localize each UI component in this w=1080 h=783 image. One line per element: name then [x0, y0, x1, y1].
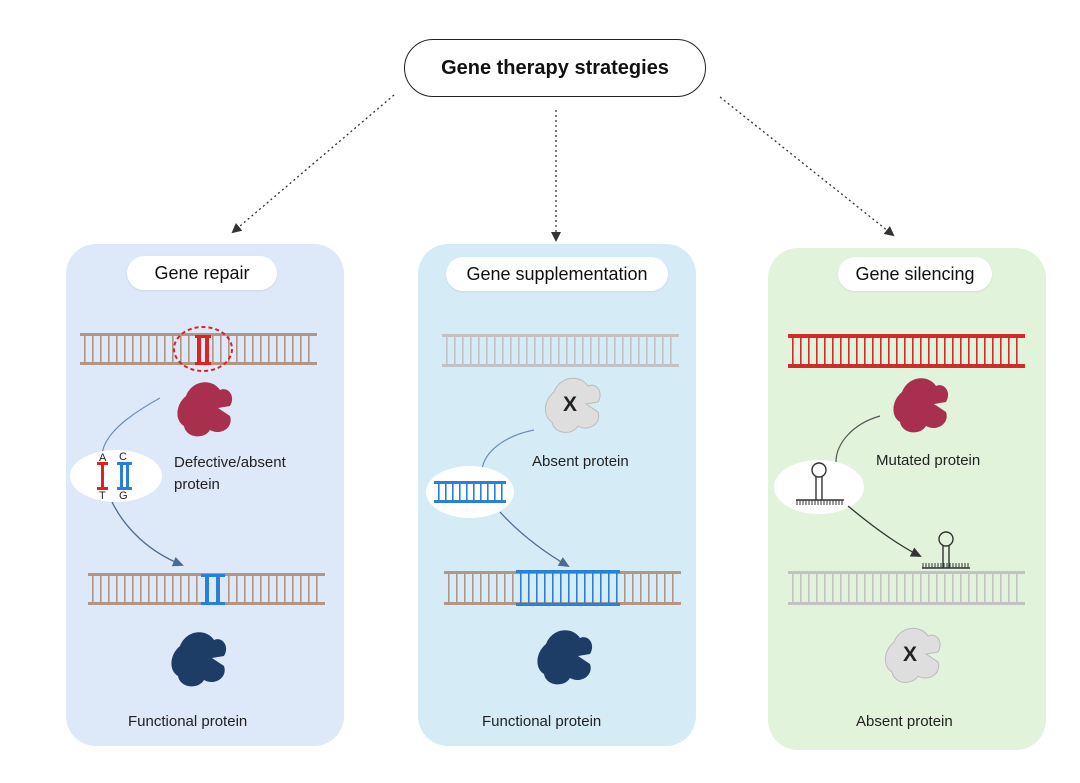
silencing-target-dna — [788, 571, 1025, 605]
base-edit-tool-bubble — [70, 450, 162, 502]
silencing-arrow-to-target — [847, 505, 922, 557]
connector-arrows — [231, 94, 895, 242]
gene-vector-dna — [434, 481, 506, 503]
panel-label-gene-supplementation: Gene supplementation — [446, 257, 668, 291]
base-label-a: A — [99, 452, 107, 464]
absent-protein-x-mark: X — [563, 393, 578, 416]
repaired-segment — [201, 574, 225, 605]
hairpin-rna-bound-icon — [922, 531, 970, 569]
base-edit-pairs — [97, 462, 132, 490]
functional-protein-label: Functional protein — [128, 713, 248, 730]
panel-gene-silencing — [768, 248, 1046, 750]
repair-arrow-to-result — [111, 501, 184, 567]
base-label-c: C — [119, 451, 127, 463]
functional-protein-label-2: Functional protein — [482, 713, 602, 730]
mutated-protein-label: Mutated protein — [876, 452, 981, 469]
supplementation-top-dna — [442, 334, 679, 367]
absent-protein-label-2: Absent protein — [856, 713, 953, 730]
supplementation-arrow-to-result — [499, 511, 570, 568]
silencing-mutant-dna — [788, 334, 1025, 368]
gene-vector-bubble — [426, 466, 514, 518]
panel-label-gene-silencing: Gene silencing — [838, 257, 992, 291]
supplementation-result-dna — [444, 570, 681, 606]
mutation-highlight-circle — [173, 326, 233, 372]
defective-protein-label: Defective/absent protein — [174, 454, 286, 493]
base-label-t: T — [99, 490, 106, 502]
arrow-to-gene-repair — [231, 94, 395, 234]
mutant-base-pair — [195, 335, 211, 365]
hairpin-rna-icon — [796, 462, 844, 505]
panel-gene-supplementation — [418, 244, 696, 746]
silencing-curve-to-rna — [835, 415, 881, 463]
absent-protein-x-mark-2: X — [903, 643, 918, 666]
supplementation-curve-to-vector — [481, 429, 535, 471]
panel-label-gene-repair: Gene repair — [127, 256, 277, 290]
arrow-to-gene-silencing — [719, 96, 895, 237]
absent-protein-label: Absent protein — [532, 453, 629, 470]
panel-gene-repair — [66, 244, 344, 746]
base-label-g: G — [119, 490, 128, 502]
silencing-rna-bubble — [774, 460, 864, 514]
diagram-title: Gene therapy strategies — [404, 39, 706, 97]
